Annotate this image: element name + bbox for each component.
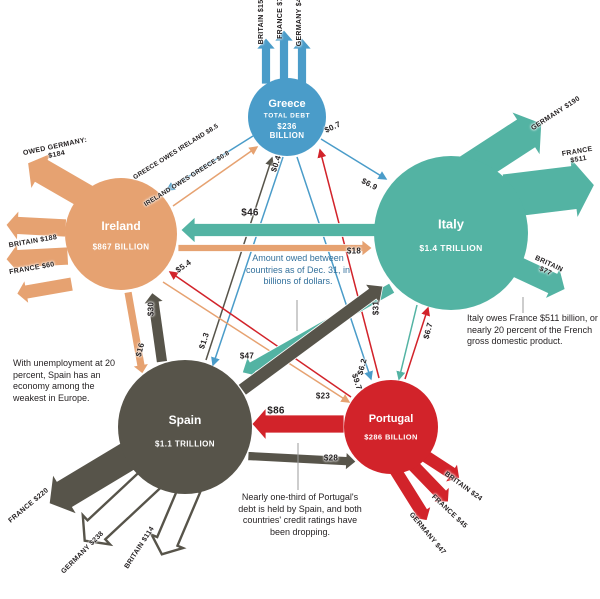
creditor-label: GERMANY $45 [296, 0, 304, 47]
greece-debt-label: $236 BILLION [269, 121, 305, 140]
flow-lines-layer [162, 135, 430, 403]
debt-flow-line [205, 156, 274, 361]
flow-amount-label: $30 [146, 301, 156, 317]
debt-flow-line [165, 135, 254, 191]
flow-amount-label: $18 [346, 246, 362, 256]
ireland-name-label: Ireland [101, 219, 141, 233]
italy-name-label: Italy [437, 216, 465, 232]
debt-block-arrow [247, 451, 357, 471]
debt-block-arrow [237, 283, 384, 396]
flow-amount-label: $31 [371, 300, 381, 316]
debt-block-arrow [123, 290, 150, 375]
portugal-debt-label: $286 BILLION [364, 432, 418, 442]
debt-block-arrow [16, 276, 74, 305]
debt-flow-line [320, 138, 388, 180]
note-spain: With unemployment at 20 percent, Spain h… [13, 358, 116, 404]
portugal-circle [344, 380, 438, 474]
debt-flow-line [296, 156, 373, 381]
debt-flow-line [396, 304, 418, 381]
creditor-label: BRITAIN $15 [258, 0, 266, 45]
debt-block-arrow [5, 242, 69, 275]
debt-block-arrow [255, 37, 277, 85]
greece-name-label: Greece [268, 98, 306, 110]
greece-total-debt-caption: TOTAL DEBT [263, 112, 311, 120]
debt-block-arrow [387, 464, 432, 522]
debt-flow-line [211, 156, 284, 367]
debt-flow-line [162, 281, 351, 403]
debt-block-arrow [291, 37, 313, 85]
debt-block-arrow [81, 466, 163, 547]
spain-name-label: Spain [168, 413, 202, 427]
debt-block-arrow [142, 292, 168, 364]
ireland-debt-label: $867 BILLION [92, 242, 150, 252]
italy-debt-label: $1.4 TRILLION [419, 243, 483, 254]
greece-circle [248, 78, 326, 156]
italy-circle [374, 156, 528, 310]
spain-circle [118, 360, 252, 494]
flow-amount-label: $23 [315, 391, 331, 401]
flow-amount-label: $28 [323, 453, 339, 463]
debt-block-arrow [177, 239, 373, 257]
debt-flow-line [172, 146, 259, 207]
debt-flow-line [404, 306, 430, 380]
debt-block-arrow [180, 216, 378, 244]
note-italy-france: Italy owes France $511 billion, or nearl… [467, 313, 598, 347]
spain-debt-label: $1.1 TRILLION [155, 439, 215, 449]
flow-amount-label: $47 [239, 351, 255, 361]
ireland-circle [65, 178, 177, 290]
debt-block-arrow [273, 29, 295, 83]
note-portugal-spain: Nearly one-third of Portugal's debt is h… [238, 492, 362, 538]
debt-block-arrow [5, 209, 67, 242]
note-center-legend: Amount owed between countries as of Dec.… [245, 253, 351, 287]
debt-block-arrow [251, 406, 345, 442]
debt-flow-line [168, 271, 352, 398]
debt-block-arrow [48, 438, 144, 515]
debt-flow-line [317, 148, 380, 379]
flow-amount-label: $46 [241, 207, 259, 219]
creditor-label: FRANCE $75 [277, 0, 285, 39]
flow-amount-label: $86 [267, 405, 285, 417]
portugal-name-label: Portugal [368, 413, 414, 425]
